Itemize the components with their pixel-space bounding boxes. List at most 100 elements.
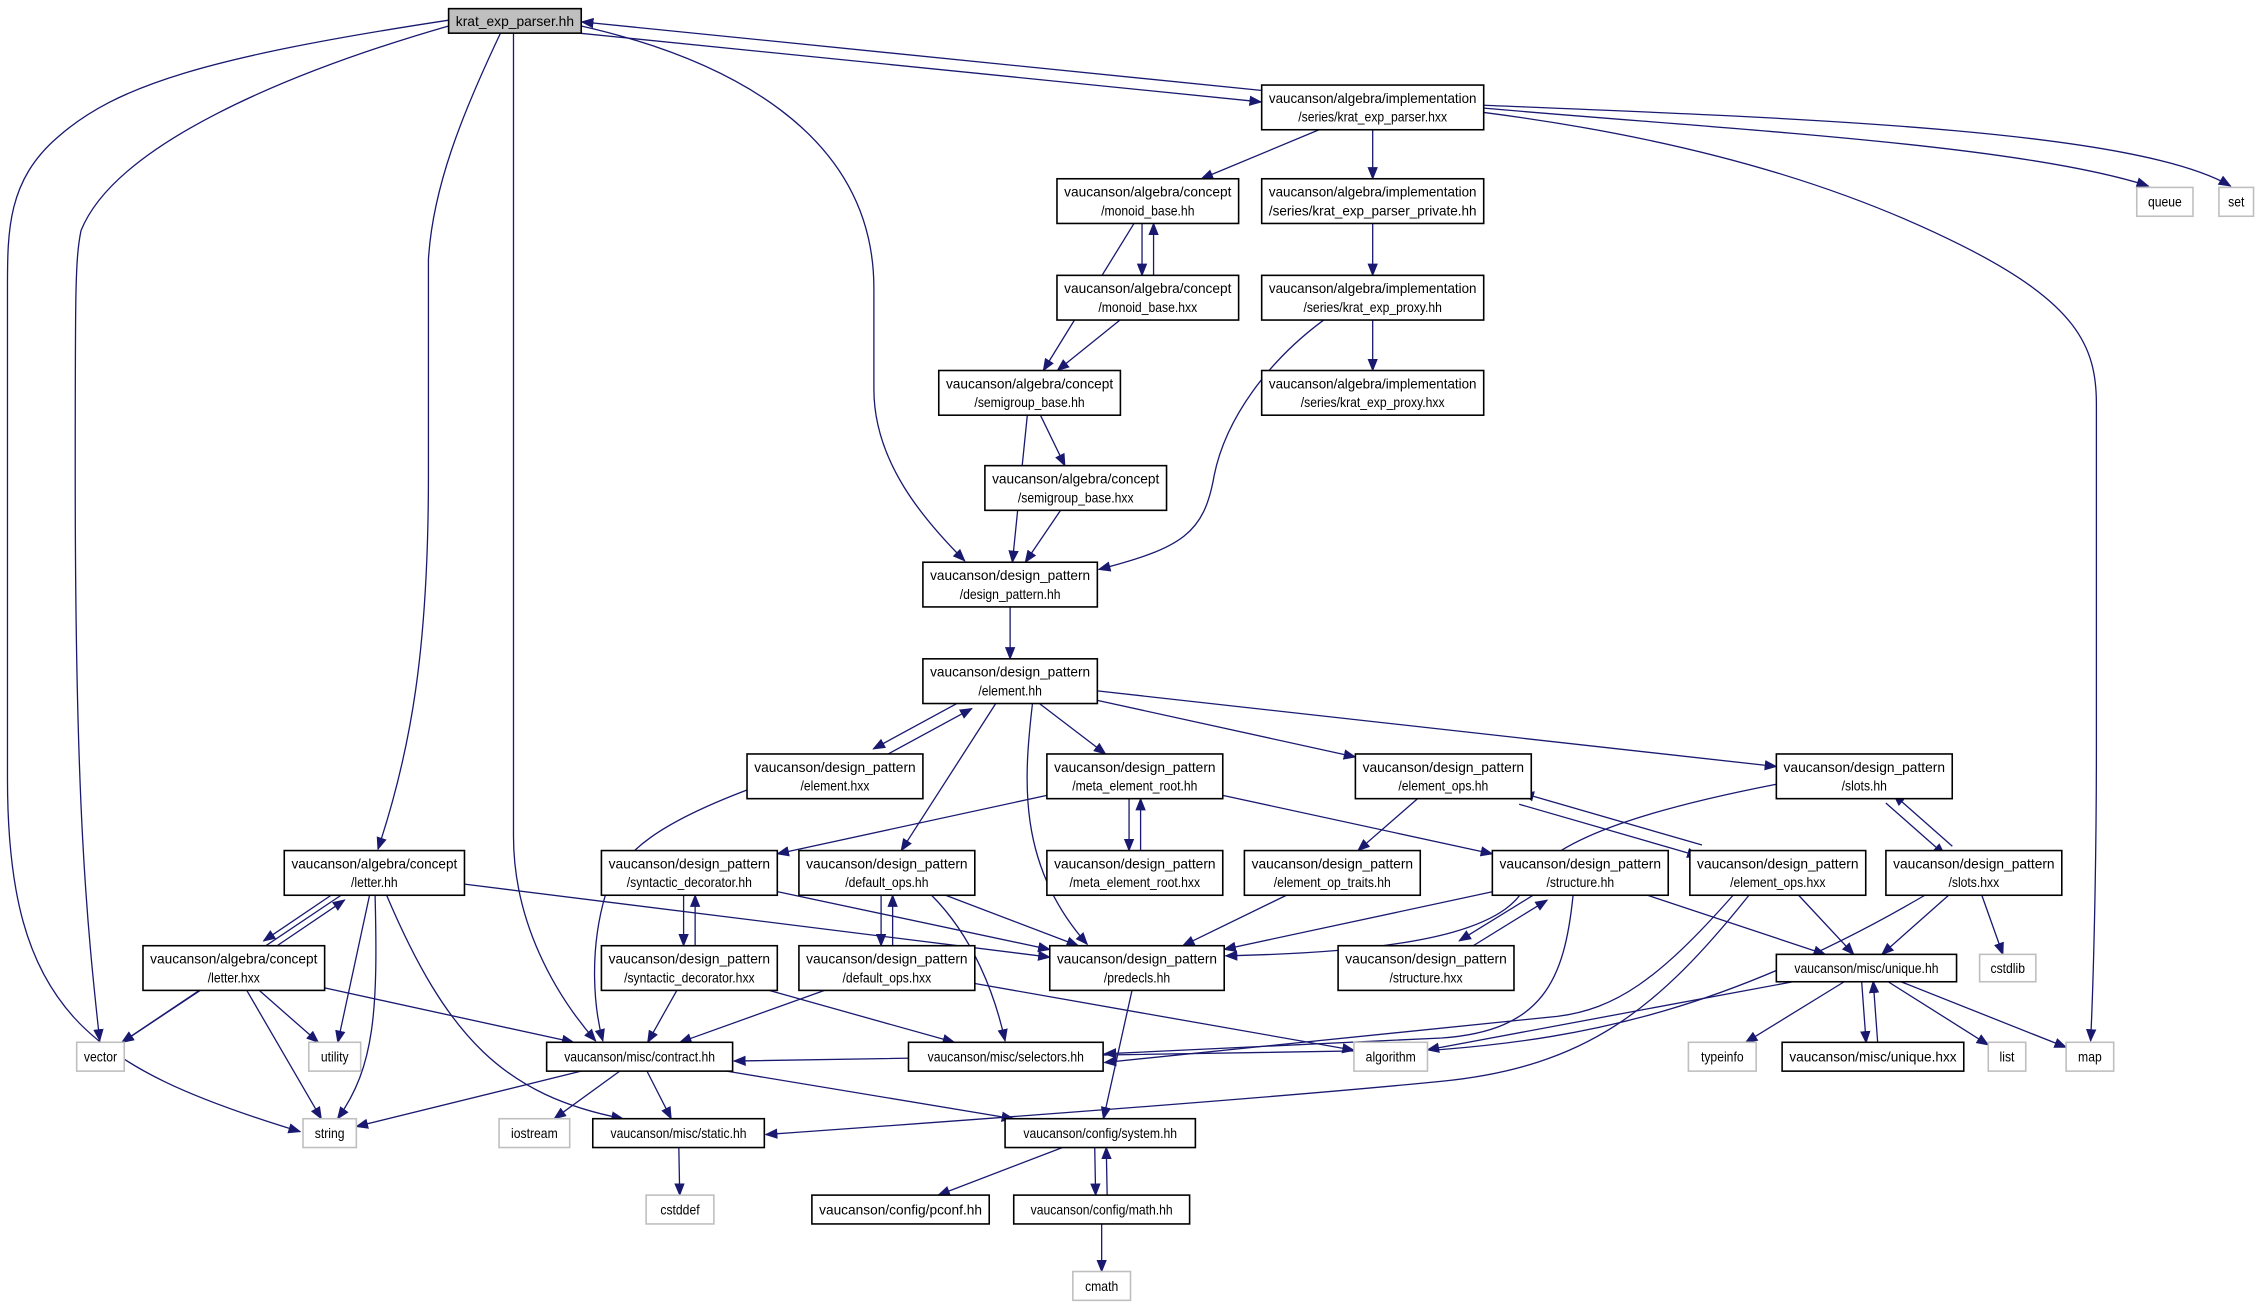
node-box (1689, 849, 1867, 897)
node-box (984, 464, 1168, 512)
dependency-edge (647, 990, 678, 1044)
node-label: string (315, 1125, 345, 1141)
node-box (1775, 953, 1958, 983)
node-label: /meta_element_root.hh (1072, 778, 1197, 794)
file-node[interactable]: vaucanson/design_pattern/design_pattern.… (922, 561, 1099, 608)
file-node[interactable]: vaucanson/config/math.hh (1012, 1194, 1191, 1225)
node-box (1004, 1117, 1197, 1149)
system-header-node: vector (75, 1041, 126, 1072)
dependency-edge (262, 889, 339, 942)
node-box (798, 849, 976, 897)
file-node[interactable]: vaucanson/design_pattern/structure.hxx (1337, 944, 1515, 992)
root-file-node[interactable]: krat_exp_parser.hh (447, 7, 583, 34)
dependency-edge (1222, 891, 1493, 952)
file-node[interactable]: vaucanson/algebra/implementation/series/… (1260, 369, 1485, 416)
dependency-edge (878, 707, 973, 760)
file-node[interactable]: vaucanson/design_pattern/element.hh (922, 658, 1099, 705)
node-box (2065, 1041, 2115, 1072)
file-node[interactable]: vaucanson/algebra/implementation/series/… (1260, 84, 1485, 131)
file-node[interactable]: vaucanson/design_pattern/element_ops.hh (1354, 753, 1533, 800)
file-node[interactable]: vaucanson/config/pconf.hh (811, 1194, 991, 1225)
file-node[interactable]: vaucanson/design_pattern/syntactic_decor… (600, 849, 779, 897)
file-node[interactable]: vaucanson/design_pattern/default_ops.hxx (798, 944, 976, 992)
file-node[interactable]: vaucanson/misc/static.hh (591, 1117, 766, 1149)
node-box (1337, 944, 1515, 992)
node-box (1048, 944, 1225, 992)
node-label: vaucanson/design_pattern (806, 855, 967, 871)
file-node[interactable]: vaucanson/misc/selectors.hh (907, 1041, 1104, 1072)
node-label: cstdlib (1990, 960, 2025, 976)
file-node[interactable]: vaucanson/design_pattern/element.hxx (746, 753, 924, 800)
node-box (1243, 849, 1422, 897)
file-node[interactable]: vaucanson/algebra/implementation/series/… (1260, 274, 1485, 321)
node-label: /series/krat_exp_proxy.hxx (1301, 394, 1445, 410)
dependency-edge (1483, 111, 2098, 1043)
node-label: /monoid_base.hxx (1098, 299, 1197, 315)
file-node[interactable]: vaucanson/design_pattern/meta_element_ro… (1046, 753, 1224, 800)
node-label: /series/krat_exp_parser_private.hh (1269, 202, 1477, 218)
dependency-edge (1090, 1147, 1101, 1197)
file-node[interactable]: vaucanson/misc/contract.hh (545, 1041, 734, 1072)
file-node[interactable]: vaucanson/algebra/concept/letter.hh (283, 849, 466, 897)
node-box (1260, 274, 1485, 321)
node-label: vaucanson/design_pattern (1252, 855, 1413, 871)
dependency-edge (732, 894, 1926, 1067)
node-label: vaucanson/config/math.hh (1031, 1201, 1173, 1217)
node-label: /letter.hxx (208, 969, 260, 985)
node-label: /element.hxx (800, 778, 869, 794)
node-label: cstddef (660, 1201, 699, 1217)
dependency-edge (1868, 980, 1880, 1042)
file-node[interactable]: vaucanson/algebra/concept/semigroup_base… (937, 369, 1122, 416)
dependency-edge (580, 17, 1263, 92)
node-label: /letter.hh (351, 874, 398, 890)
node-label: map (2078, 1049, 2102, 1065)
file-node[interactable]: vaucanson/algebra/concept/semigroup_base… (984, 464, 1168, 512)
dependency-edge (1860, 982, 1871, 1045)
dependency-edge (768, 989, 956, 1045)
node-label: /slots.hxx (1948, 874, 1999, 890)
file-node[interactable]: vaucanson/misc/unique.hh (1775, 953, 1958, 983)
node-box (75, 1041, 126, 1072)
node-label: set (2228, 194, 2244, 210)
node-label: vaucanson/algebra/implementation (1269, 280, 1477, 296)
file-node[interactable]: vaucanson/config/system.hh (1004, 1117, 1197, 1149)
dependency-edge (1097, 699, 1357, 760)
dependency-edge (553, 1070, 621, 1120)
node-label: /element_ops.hxx (1730, 874, 1825, 890)
node-box (1056, 177, 1240, 225)
dependency-edge (593, 789, 748, 1043)
node-label: list (2000, 1049, 2015, 1065)
file-node[interactable]: vaucanson/misc/unique.hxx (1781, 1041, 1965, 1072)
node-box (1885, 849, 2063, 897)
file-node[interactable]: vaucanson/algebra/implementation/series/… (1260, 177, 1485, 225)
file-node[interactable]: vaucanson/algebra/concept/monoid_base.hx… (1056, 274, 1240, 321)
node-label: vaucanson/algebra/concept (150, 951, 317, 967)
node-box (1260, 177, 1485, 225)
dependency-edge (1039, 702, 1107, 755)
file-node[interactable]: vaucanson/design_pattern/meta_element_ro… (1046, 849, 1224, 897)
file-node[interactable]: vaucanson/design_pattern/slots.hh (1775, 753, 1954, 800)
node-label: /semigroup_base.hxx (1018, 489, 1134, 505)
file-node[interactable]: vaucanson/design_pattern/structure.hh (1491, 849, 1670, 897)
file-node[interactable]: vaucanson/design_pattern/element_ops.hxx (1689, 849, 1867, 897)
node-label: /default_ops.hxx (843, 969, 932, 985)
file-node[interactable]: vaucanson/algebra/concept/monoid_base.hh (1056, 177, 1240, 225)
node-label: vaucanson/misc/contract.hh (564, 1049, 715, 1065)
dependency-edge (1744, 981, 1845, 1043)
dependency-edge (1887, 981, 1990, 1046)
node-box (2218, 186, 2255, 218)
file-node[interactable]: vaucanson/design_pattern/predecls.hh (1048, 944, 1225, 992)
node-label: vaucanson/design_pattern (1893, 855, 2054, 871)
node-label: /syntactic_decorator.hh (627, 874, 752, 890)
node-box (1491, 849, 1670, 897)
node-label: vaucanson/config/system.hh (1023, 1125, 1177, 1141)
dependency-edge (1181, 894, 1287, 947)
node-box (645, 1194, 715, 1225)
file-node[interactable]: vaucanson/algebra/concept/letter.hxx (142, 944, 326, 992)
file-node[interactable]: vaucanson/design_pattern/element_op_trai… (1243, 849, 1422, 897)
file-node[interactable]: vaucanson/design_pattern/slots.hxx (1885, 849, 2063, 897)
file-node[interactable]: vaucanson/design_pattern/default_ops.hh (798, 849, 976, 897)
dependency-edge (776, 794, 1048, 857)
file-node[interactable]: vaucanson/design_pattern/syntactic_decor… (600, 944, 779, 992)
